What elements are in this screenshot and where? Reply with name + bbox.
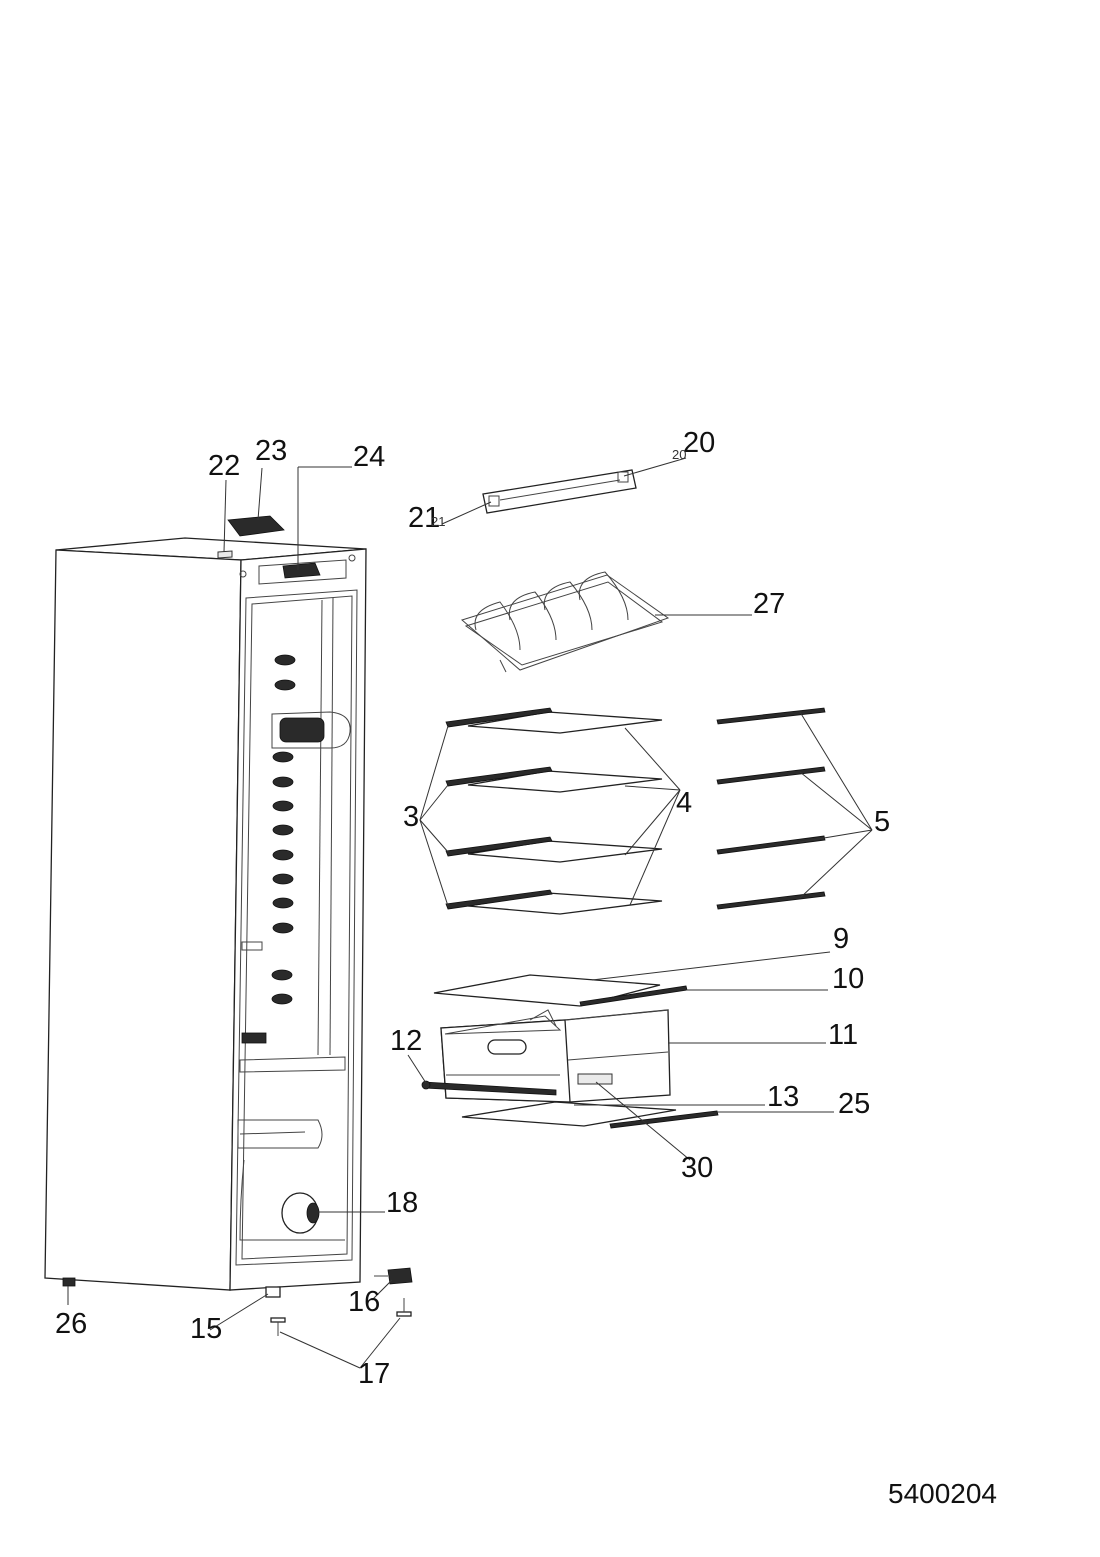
callout-25: 25 xyxy=(838,1088,870,1120)
callout-12: 12 xyxy=(390,1025,422,1057)
top-cover-parts xyxy=(217,515,321,579)
callout-15: 15 xyxy=(190,1313,222,1345)
callout-24: 24 xyxy=(353,441,385,473)
callout-3: 3 xyxy=(403,801,419,833)
small-parts xyxy=(270,1267,413,1336)
small-mark-21: 21 xyxy=(431,514,445,529)
small-mark-20: 20 xyxy=(672,447,686,462)
callout-30: 30 xyxy=(681,1152,713,1184)
callout-23: 23 xyxy=(255,435,287,467)
callout-27: 27 xyxy=(753,588,785,620)
crisper-drawer xyxy=(421,1009,671,1103)
crisper-cover xyxy=(433,974,688,1007)
callout-13: 13 xyxy=(767,1081,799,1113)
callout-26: 26 xyxy=(55,1308,87,1340)
callout-labels: 22 23 24 20 21 27 3 4 5 9 10 11 12 13 25… xyxy=(55,427,890,1390)
callout-18: 18 xyxy=(386,1187,418,1219)
callout-16: 16 xyxy=(348,1286,380,1318)
drawing-code: 5400204 xyxy=(888,1478,997,1509)
callout-5: 5 xyxy=(874,806,890,838)
glass-shelves xyxy=(445,707,663,915)
callout-17: 17 xyxy=(358,1358,390,1390)
cabinet xyxy=(44,537,367,1298)
callout-22: 22 xyxy=(208,450,240,482)
lamp-cover xyxy=(482,469,637,514)
leader-lines xyxy=(67,457,873,1369)
bottom-glass xyxy=(461,1101,719,1129)
callout-21: 21 xyxy=(408,502,440,534)
callout-11: 11 xyxy=(828,1019,858,1051)
callout-10: 10 xyxy=(832,963,864,995)
callout-20: 20 xyxy=(683,427,715,459)
shelf-supports xyxy=(271,654,296,1005)
callout-4: 4 xyxy=(676,787,692,819)
shelf-profiles xyxy=(716,707,826,910)
wire-bottle-rack xyxy=(460,571,670,673)
callout-9: 9 xyxy=(833,923,849,955)
